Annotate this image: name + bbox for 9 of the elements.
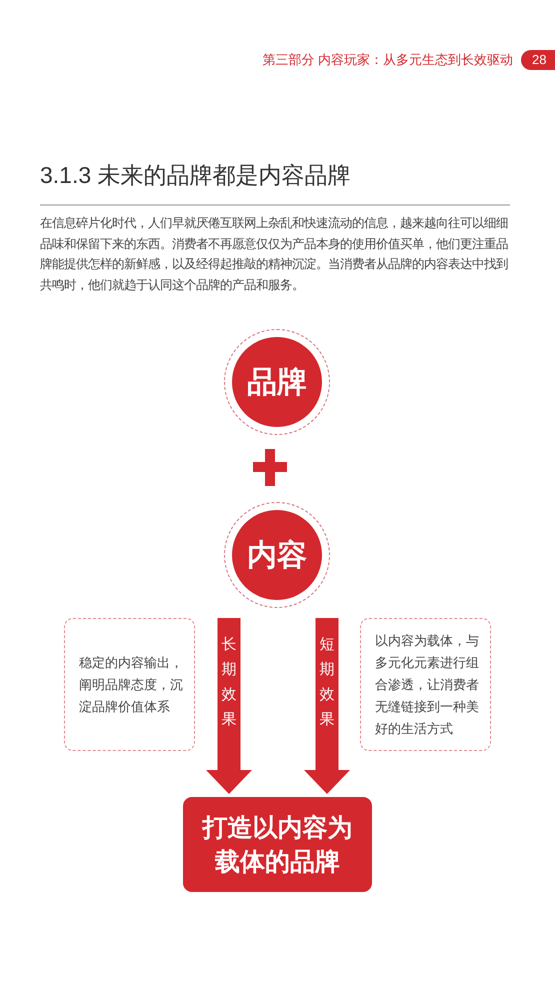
brand-circle: 品牌	[224, 329, 330, 435]
page-number-badge: 28	[521, 50, 555, 70]
section-title: 3.1.3 未来的品牌都是内容品牌	[40, 161, 352, 190]
body-paragraph: 在信息碎片化时代，人们早就厌倦互联网上杂乱和快速流动的信息，越来越向往可以细细品味和保留下来的东西。消费者不再愿意仅仅为产品本身的使用价值买单，他们更注重品牌能提供怎样的新鲜感，以及经得起推敲的精神沉淀。当消费者从品牌的内容表达中找到共鸣时，他们就趋于认同这个品牌的产品和服务。	[40, 215, 509, 294]
content-circle: 内容	[224, 502, 330, 608]
note-box: 以内容为载体，与多元化元素进行组合渗透，让消费者无缝链接到一种美好的生活方式	[360, 618, 491, 751]
note-box: 稳定的内容输出，阐明品牌态度，沉淀品牌价值体系	[64, 618, 195, 751]
result-box: 打造以内容为载体的品牌	[183, 797, 372, 892]
section-header: 第三部分 内容玩家：从多元生态到长效驱动	[261, 51, 513, 69]
